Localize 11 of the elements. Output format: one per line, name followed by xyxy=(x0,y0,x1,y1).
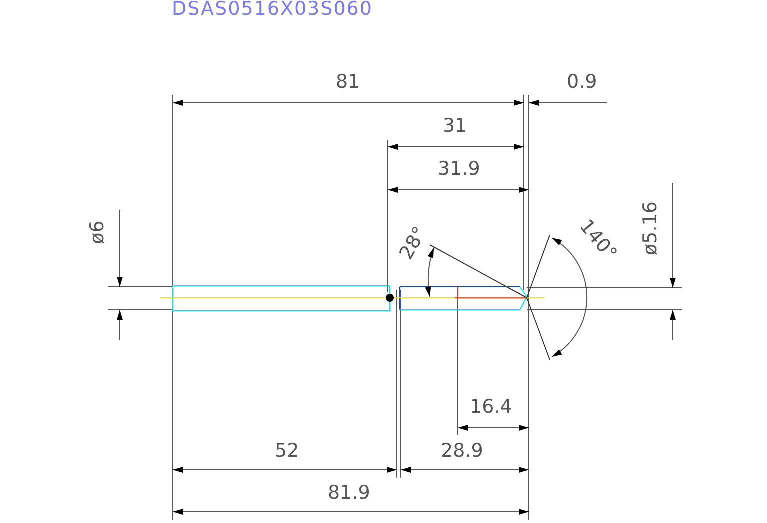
dimension-label: 31.9 xyxy=(438,160,480,178)
dimension-label: 16.4 xyxy=(470,398,512,416)
dimension-label: 0.9 xyxy=(567,72,598,92)
title-text: DSAS0516X03S060 xyxy=(172,0,373,19)
diameter-label: ø6 xyxy=(88,220,108,244)
dimension-label: 52 xyxy=(275,442,300,460)
dimension-label: 31 xyxy=(443,116,468,136)
diameter-label: ø5.16 xyxy=(641,201,660,255)
dimension-label: 81 xyxy=(336,72,360,92)
dimension-label: 81.9 xyxy=(328,484,370,502)
dimension-label: 28.9 xyxy=(441,442,484,460)
